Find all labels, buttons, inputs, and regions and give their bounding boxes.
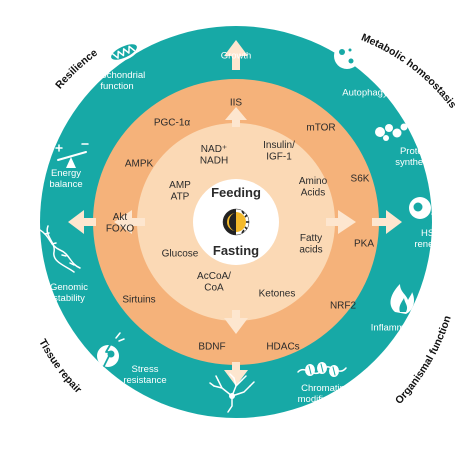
inner-label-glucose: Glucose <box>162 249 199 260</box>
center-fasting-label: Fasting <box>213 243 259 258</box>
outer-label-hsc-line2: renewal <box>414 239 447 250</box>
outer-label-stress-line2: resistance <box>123 375 166 386</box>
outer-label-genomic-line1: Genomic <box>50 282 88 293</box>
inner-label-acetyl-line2: CoA <box>204 282 224 293</box>
arrows <box>68 40 402 386</box>
middle-label-sirtuins: Sirtuins <box>122 295 155 306</box>
inner-label-insulin-line1: Insulin/ <box>263 140 295 151</box>
chromatin-icon <box>297 362 347 377</box>
inner-label-fatty-line1: Fatty <box>300 233 322 244</box>
middle-label-bdnf: BDNF <box>198 342 225 353</box>
outer-label-autophagy: Autophagy <box>342 87 388 98</box>
center-feeding-label: Feeding <box>211 185 261 200</box>
autophagy-icon <box>334 43 360 69</box>
arrow-up-inner <box>225 107 247 127</box>
middle-label-hdacs: HDACs <box>266 342 299 353</box>
middle-label-iis: IIS <box>230 98 243 109</box>
middle-label-ampk: AMPK <box>125 159 154 170</box>
arrow-left <box>114 210 145 234</box>
middle-label-mtor: mTOR <box>306 123 335 134</box>
outer-ring-labels: GrowthMitochondrialfunctionAutophagyEner… <box>49 50 447 430</box>
middle-label-pka: PKA <box>354 239 374 250</box>
inner-label-acetyl-line1: AcCoA/ <box>197 271 231 282</box>
inner-label-nad-line1: NAD⁺ <box>201 144 227 155</box>
middle-label-nrf2: NRF2 <box>330 301 357 312</box>
inner-label-amino-line1: Amino <box>299 176 328 187</box>
mitochondrion-icon <box>108 41 140 63</box>
outer-label-genomic-line2: stability <box>53 293 85 304</box>
outer-label-growth: Growth <box>221 50 252 61</box>
inner-label-fatty-line2: acids <box>299 244 322 255</box>
arrow-down-outer <box>224 362 248 386</box>
outer-label-inflammation: Inflammation <box>371 322 425 333</box>
inner-label-nad-line2: NADH <box>200 155 228 166</box>
arrow-left-outer <box>68 210 96 234</box>
outer-label-mito-line1: Mitochondrial <box>89 70 146 81</box>
inner-label-amino-line2: Acids <box>301 187 325 198</box>
arrow-up <box>224 40 248 70</box>
outer-label-energy-line2: balance <box>49 179 82 190</box>
inner-label-amp-line1: AMP <box>169 180 191 191</box>
middle-label-pgc: PGC-1α <box>154 118 191 129</box>
arrow-right-outer <box>372 210 402 234</box>
inner-label-ketones: Ketones <box>259 289 296 300</box>
middle-label-akt-line2: FOXO <box>106 223 135 234</box>
arrow-right <box>326 210 356 234</box>
outer-label-chromatin-line1: Chromatin <box>301 383 345 394</box>
flame-icon <box>390 284 414 314</box>
middle-label-s6k: S6K <box>351 174 370 185</box>
middle-label-akt-line1: Akt <box>113 212 128 223</box>
outer-label-hsc-line1: HSC <box>421 228 441 239</box>
sector-tissue-repair: Tissue repair <box>36 337 84 396</box>
balance-scale-icon <box>55 143 89 168</box>
arrow-down <box>224 310 248 334</box>
neuron-icon <box>209 373 255 413</box>
outer-label-stress-line1: Stress <box>132 364 159 375</box>
lightning-cell-icon <box>97 332 125 367</box>
inner-label-amp-line2: ATP <box>171 191 190 202</box>
stem-cell-icon <box>409 197 446 219</box>
inner-label-insulin-line2: IGF-1 <box>266 151 292 162</box>
outer-label-mito-line2: function <box>100 81 133 92</box>
protein-icon <box>375 123 408 141</box>
outer-label-chromatin-line2: modification <box>298 394 349 405</box>
outer-label-protein-line2: synthesis <box>395 157 435 168</box>
dna-helix-icon <box>39 225 81 273</box>
outer-label-neuro: Neurogenesis <box>207 419 266 430</box>
outer-label-energy-line1: Energy <box>51 168 81 179</box>
moon-sun-icon <box>222 205 256 239</box>
outer-label-protein-line1: Protein <box>400 146 430 157</box>
